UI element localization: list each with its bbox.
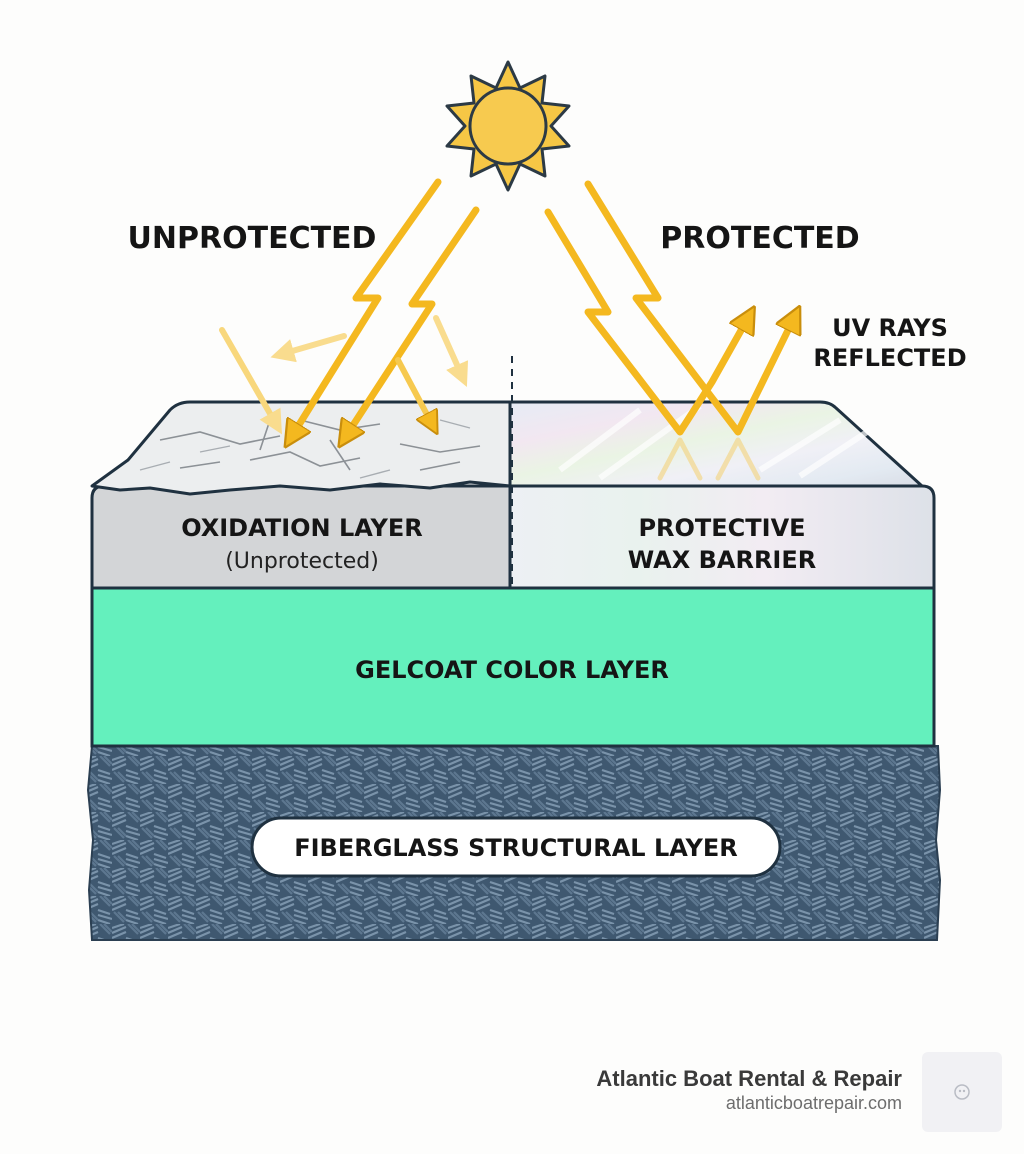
wax-title-line1: PROTECTIVE [638, 514, 805, 542]
uv-reflected-label-line1: UV RAYS [832, 314, 948, 342]
protected-label: PROTECTED [660, 221, 859, 256]
brand-name: Atlantic Boat Rental & Repair [596, 1066, 902, 1091]
uv-rays-protected [544, 180, 794, 481]
wax-title-line2: WAX BARRIER [628, 546, 816, 574]
fiberglass-label-pill [250, 816, 782, 878]
oxidation-subtitle: (Unprotected) [225, 549, 379, 574]
boat-logo-icon [922, 1052, 1002, 1132]
brand-url[interactable]: atlanticboatrepair.com [725, 1093, 902, 1113]
oxidation-title: OXIDATION LAYER [181, 514, 423, 542]
uv-rays-unprotected [219, 178, 480, 436]
wax-top-surface [508, 400, 924, 488]
uv-reflected-label-line2: REFLECTED [813, 344, 966, 372]
fiberglass-label: FIBERGLASS STRUCTURAL LAYER [294, 834, 738, 862]
unprotected-label: UNPROTECTED [128, 221, 377, 256]
gelcoat-label: GELCOAT COLOR LAYER [355, 656, 669, 684]
gelcoat-layer [90, 586, 936, 748]
footer-credit: Atlantic Boat Rental & Repair atlanticbo… [560, 1066, 902, 1114]
sun-icon [445, 60, 571, 192]
